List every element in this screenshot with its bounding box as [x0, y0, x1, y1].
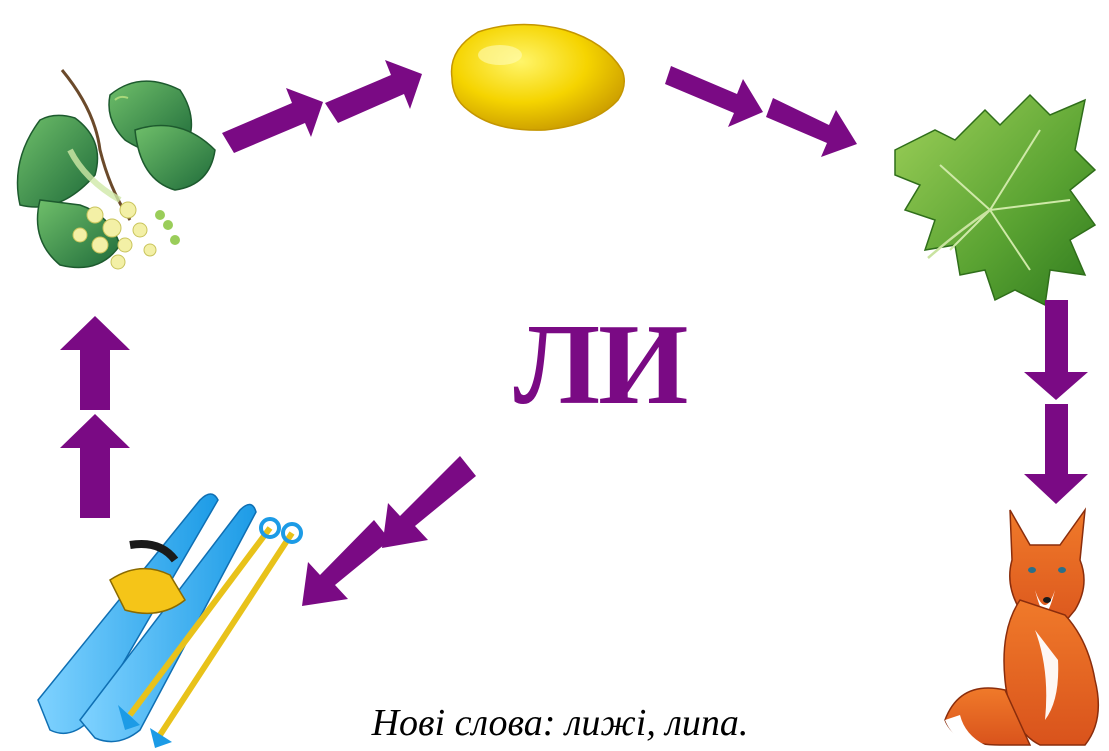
arrow-up-icon [60, 316, 130, 410]
cycle-arrows [60, 60, 1088, 606]
syllable-label: ЛИ [513, 301, 689, 429]
arrow-up-icon [60, 414, 130, 518]
arrow-right-icon [665, 66, 763, 127]
arrow-right-icon [325, 60, 422, 123]
fox-picture [944, 507, 1100, 746]
arrow-down-icon [1024, 300, 1088, 400]
skis-picture [37, 493, 303, 748]
arrow-down-icon [1024, 404, 1088, 504]
new-words-caption: Нові слова: лижі, липа. [371, 702, 749, 744]
arrow-right-icon [766, 98, 857, 157]
linden-branch-picture [16, 69, 216, 270]
arrow-down-left-icon [302, 520, 390, 606]
lemon-picture [450, 23, 625, 131]
arrow-right-icon [222, 88, 323, 153]
vine-leaf-picture [894, 93, 1097, 307]
arrow-down-left-icon [382, 456, 476, 548]
